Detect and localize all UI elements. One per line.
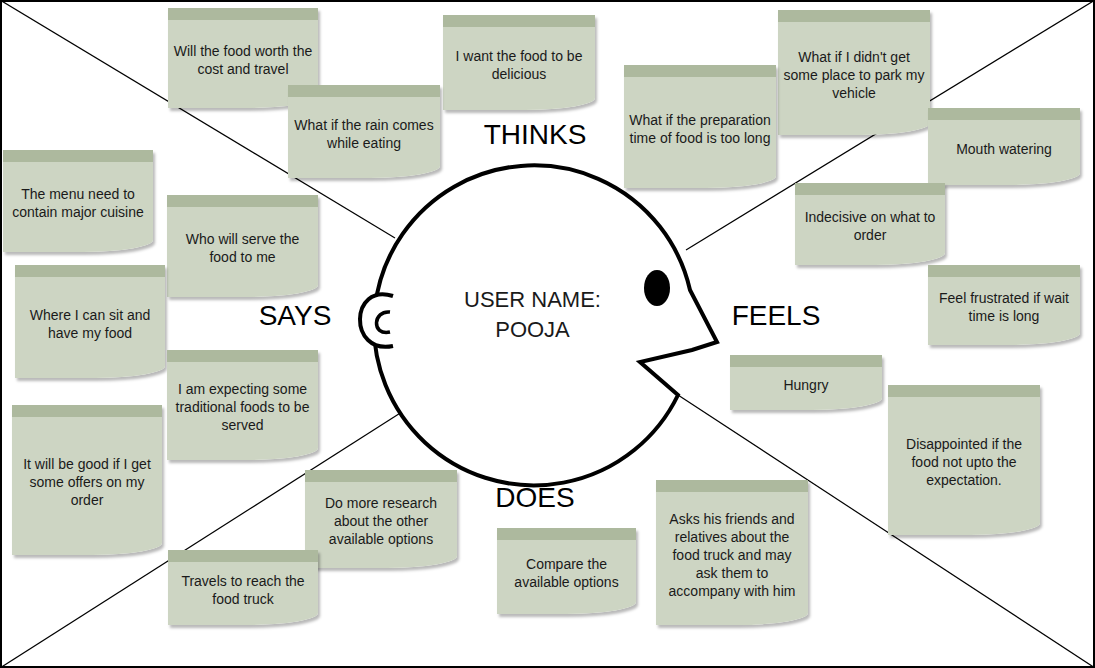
note-text: Mouth watering <box>932 140 1076 158</box>
ear <box>360 294 393 347</box>
sticky-note: I am expecting some traditional foods to… <box>167 350 318 460</box>
sticky-note: Asks his friends and relatives about the… <box>656 480 808 625</box>
sticky-note: I want the food to be delicious <box>443 15 595 110</box>
note-text: What if the preparation time of food is … <box>628 111 772 147</box>
sticky-note: The menu need to contain major cuisine <box>3 150 153 252</box>
note-text: Travels to reach the food truck <box>172 572 314 608</box>
sticky-note: Hungry <box>730 355 882 410</box>
sticky-note: It will be good if I get some offers on … <box>12 405 162 555</box>
sticky-note: Who will serve the food to me <box>167 195 318 297</box>
head-circle: USER NAME: POOJA <box>360 155 705 475</box>
sticky-note: Do more research about the other availab… <box>305 470 457 568</box>
note-text: Compare the available options <box>501 555 632 591</box>
eye <box>644 270 670 306</box>
quadrant-label: THINKS <box>484 119 587 151</box>
note-text: What if the rain comes while eating <box>292 116 436 152</box>
sticky-note: Feel frustrated if wait time is long <box>928 265 1080 345</box>
note-text: Indecisive on what to order <box>799 208 941 244</box>
quadrant-label: FEELS <box>732 300 821 332</box>
note-text: What if I didn't get some place to park … <box>782 48 926 102</box>
note-text: Will the food worth the cost and travel <box>172 42 314 78</box>
sticky-note: Where I can sit and have my food <box>15 265 165 378</box>
sticky-note: Travels to reach the food truck <box>168 550 318 625</box>
note-text: Do more research about the other availab… <box>309 494 453 548</box>
sticky-note: What if the preparation time of food is … <box>624 65 776 188</box>
note-text: It will be good if I get some offers on … <box>16 455 158 509</box>
sticky-note: Compare the available options <box>497 528 636 614</box>
sticky-note: Disappointed if the food not upto the ex… <box>888 385 1040 535</box>
user-name: USER NAME: POOJA <box>453 285 613 345</box>
note-text: Asks his friends and relatives about the… <box>660 510 804 600</box>
sticky-note: Mouth watering <box>928 108 1080 185</box>
head-outline <box>360 155 705 475</box>
ear-inner <box>376 312 390 333</box>
sticky-note: What if I didn't get some place to park … <box>778 10 930 135</box>
quadrant-label: SAYS <box>259 300 332 332</box>
note-text: I am expecting some traditional foods to… <box>171 380 314 434</box>
head-shape <box>374 165 717 485</box>
note-text: Hungry <box>734 376 878 394</box>
note-text: The menu need to contain major cuisine <box>7 185 149 221</box>
note-text: I want the food to be delicious <box>447 47 591 83</box>
note-text: Feel frustrated if wait time is long <box>932 289 1076 325</box>
note-text: Where I can sit and have my food <box>19 306 161 342</box>
quadrant-label: DOES <box>495 482 574 514</box>
note-text: Disappointed if the food not upto the ex… <box>892 435 1036 489</box>
sticky-note: Indecisive on what to order <box>795 183 945 265</box>
note-text: Who will serve the food to me <box>171 230 314 266</box>
sticky-note: What if the rain comes while eating <box>288 85 440 178</box>
